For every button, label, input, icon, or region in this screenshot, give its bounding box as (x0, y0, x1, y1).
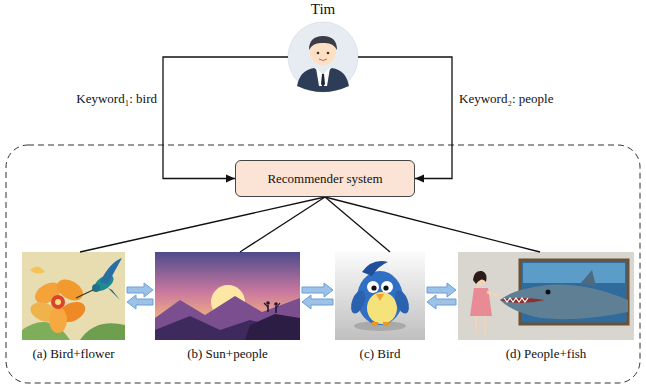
process-box: Recommender system (235, 160, 415, 197)
bird-picture-part (381, 281, 393, 293)
bird-flower-picture-part (22, 252, 125, 340)
bird-flower-picture-part (49, 307, 67, 333)
arrow-head (226, 175, 235, 183)
people-fish-picture-part (500, 285, 628, 320)
block-arrow (302, 283, 333, 297)
image-caption: (a) Bird+flower (22, 346, 125, 362)
tim-avatar-part (317, 52, 320, 55)
image-caption: (c) Bird (335, 346, 425, 362)
connector (302, 295, 333, 309)
connector (427, 283, 456, 297)
people-fish-picture-part (523, 263, 625, 283)
block-arrow (302, 295, 333, 309)
arrow-head (415, 175, 424, 183)
tim-avatar-part (288, 22, 358, 92)
bird-flower-picture-part (51, 295, 65, 309)
connector (240, 197, 325, 252)
people-fish-picture-part (504, 298, 528, 302)
tim-avatar-part (327, 52, 330, 55)
sunset-people-picture-part (264, 303, 268, 307)
image-caption: (d) People+fish (458, 346, 634, 362)
bird-picture-part (371, 285, 376, 290)
user-avatar: Tim (287, 0, 359, 92)
sunset-people-picture-part (266, 301, 270, 305)
people-fish-picture-part (580, 270, 596, 286)
bird-picture-part (367, 292, 397, 324)
edge-label-holder: Keyword₂: people (458, 89, 554, 107)
bird-flower-picture-part (30, 266, 45, 273)
block-arrow (127, 283, 153, 297)
sunset-people-picture-part (274, 302, 278, 306)
image-caption: (b) Sun+people (155, 346, 300, 362)
sunset-people-picture-part (276, 303, 280, 308)
connector (127, 295, 153, 309)
bird-flower-picture-part (92, 284, 100, 292)
tim-avatar-part (309, 36, 337, 50)
user-name: Tim (287, 0, 359, 18)
bird-picture-part (392, 289, 411, 316)
box-label: Recommender system (267, 171, 382, 187)
bird-flower-picture-part (53, 275, 86, 305)
tim-avatar (288, 22, 358, 92)
image-item: (a) Bird+flower (22, 252, 125, 362)
bird-picture-part (348, 289, 367, 316)
bird-flower-picture (22, 252, 125, 340)
sunset-people-picture (155, 252, 300, 340)
people-fish-picture-part (475, 316, 478, 334)
connector-line (325, 197, 540, 252)
bird-picture-part (335, 252, 425, 340)
bird-flower-picture-part (100, 258, 122, 284)
image-item: (c) Bird (335, 252, 425, 362)
system-boundary (6, 145, 640, 383)
bird-flower-picture-part (108, 288, 120, 300)
bird-picture-part (383, 322, 389, 326)
connector (302, 283, 333, 297)
bird-picture-part (362, 261, 388, 276)
people-fish-picture-part (458, 252, 634, 340)
bird-flower-picture-part (76, 290, 93, 298)
connector (427, 295, 456, 309)
connector-line (80, 197, 325, 252)
bird-picture (335, 252, 425, 340)
tim-avatar-part (297, 68, 349, 92)
bird-picture-part (383, 285, 388, 290)
sunset-people-picture-part (155, 296, 300, 340)
bird-flower-picture-part (55, 299, 61, 305)
block-arrow (127, 295, 153, 309)
bird-picture-part (367, 281, 379, 293)
block-arrow (427, 295, 456, 309)
tim-avatar-part (316, 68, 330, 86)
people-fish-picture-part (500, 298, 545, 303)
people-fish-picture-part (484, 316, 487, 334)
connector-line (240, 197, 325, 252)
sunset-people-picture-part (245, 314, 300, 340)
tim-avatar-part (319, 59, 327, 61)
bird-flower-picture-part (80, 323, 125, 340)
tim-avatar-part (321, 74, 325, 87)
block-arrow (427, 283, 456, 297)
edge-label: Keyword₁: bird (75, 91, 158, 106)
sunset-people-picture-part (155, 252, 300, 340)
connector (80, 197, 325, 252)
people-fish-picture-part (473, 271, 487, 284)
image-item: (d) People+fish (458, 252, 634, 362)
edge-label: Keyword₂: people (458, 91, 554, 106)
image-item: (b) Sun+people (155, 252, 300, 362)
people-fish-picture (458, 252, 634, 340)
people-fish-picture-part (487, 292, 500, 296)
bird-picture-part (372, 322, 378, 326)
connector (127, 283, 153, 297)
connector (325, 197, 540, 252)
people-fish-picture-part (546, 290, 551, 295)
edge-label-holder: Keyword₁: bird (75, 89, 158, 107)
bird-picture-part (376, 294, 384, 301)
